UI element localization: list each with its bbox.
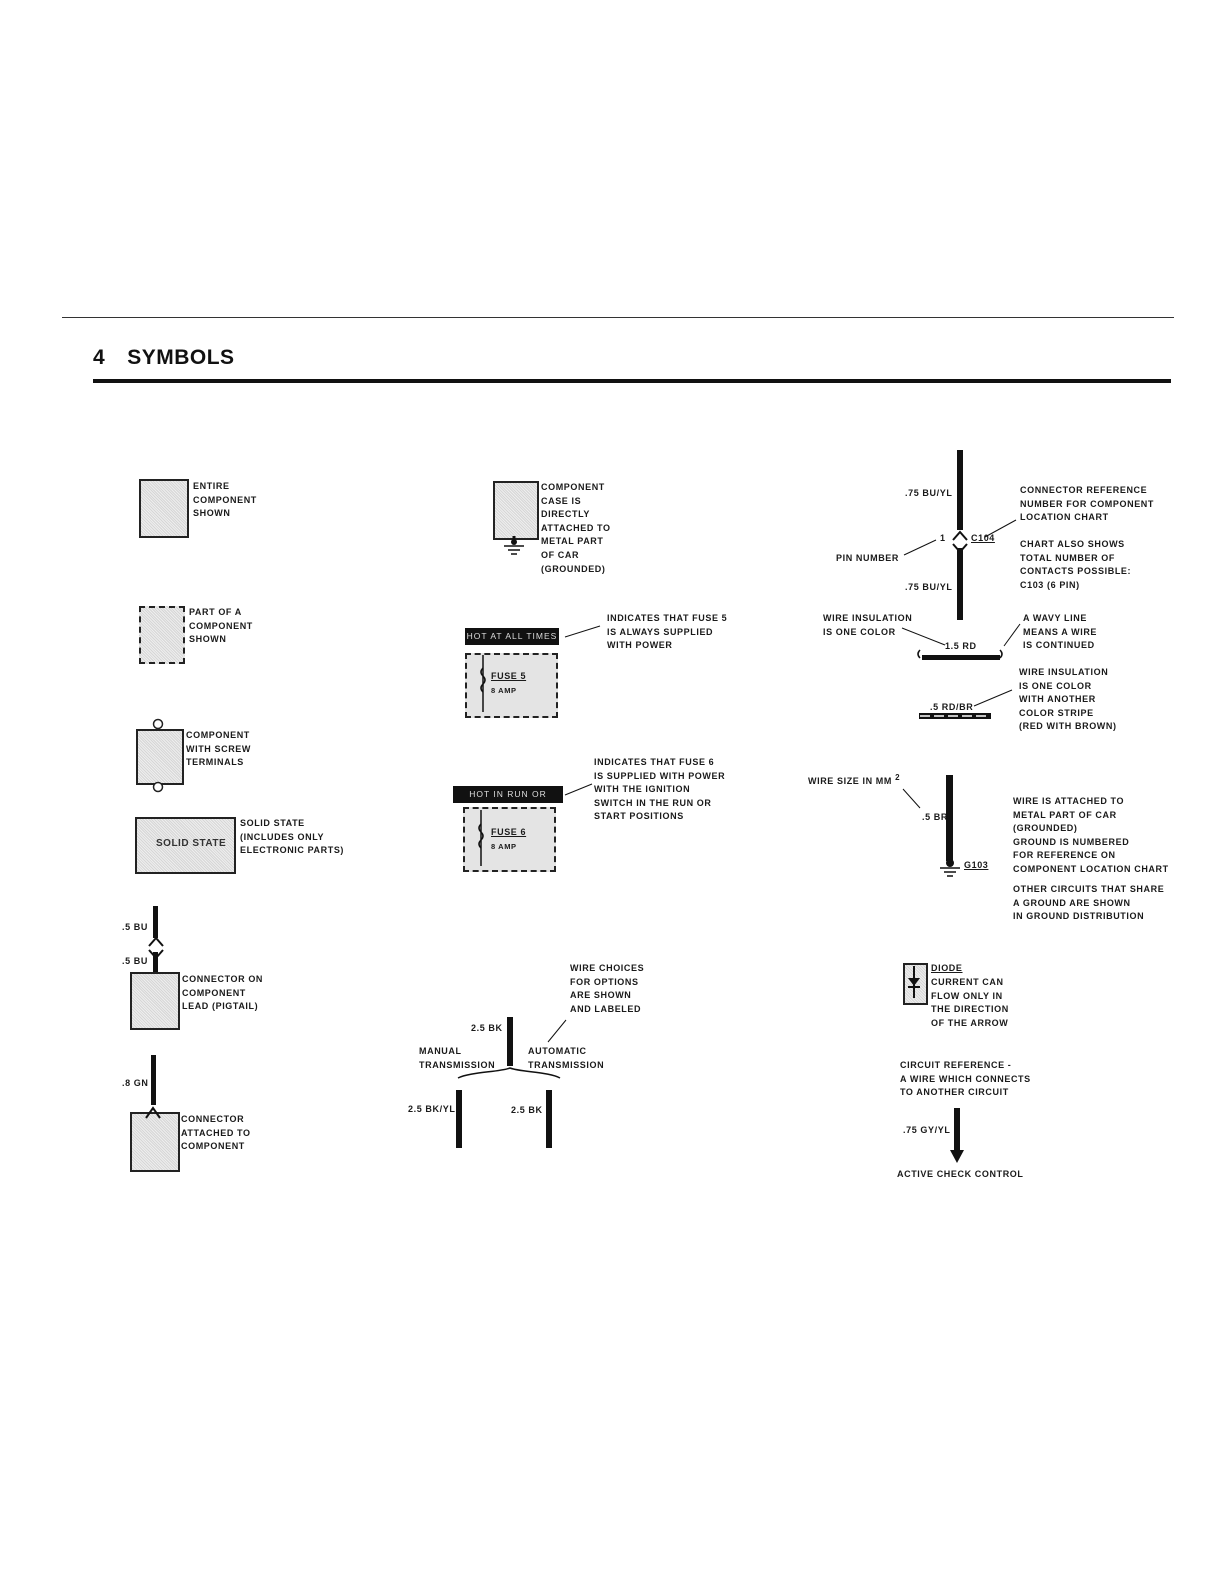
attached-connector-label: CONNECTOR ATTACHED TO COMPONENT — [181, 1114, 251, 1152]
insulation-one-color-note: WIRE INSULATION IS ONE COLOR — [823, 613, 913, 637]
connector-reference-note: CONNECTOR REFERENCE NUMBER FOR COMPONENT… — [1020, 485, 1154, 523]
grounded-component-label: COMPONENT CASE IS DIRECTLY ATTACHED TO M… — [541, 482, 611, 574]
wire-choice-split-icon — [457, 1067, 561, 1079]
connector-top-wire-stroke — [957, 450, 963, 530]
manual-transmission-label: MANUAL TRANSMISSION — [419, 1046, 496, 1070]
screw-terminal-bottom-icon — [152, 781, 164, 793]
ground-note: WIRE IS ATTACHED TO METAL PART OF CAR (G… — [1013, 796, 1169, 874]
connector-reference-pointer — [984, 519, 1017, 538]
ground-wire-stroke — [946, 775, 953, 861]
circuit-reference-note: CIRCUIT REFERENCE - A WIRE WHICH CONNECT… — [900, 1060, 1031, 1098]
wire-size-note: WIRE SIZE IN MM 2 — [808, 771, 900, 789]
ground-id: G103 — [964, 860, 989, 870]
fuse5-amp: 8 AMP — [491, 686, 517, 695]
wire-choice-top-label: 2.5 BK — [471, 1023, 503, 1033]
wire-choice-right-label: 2.5 BK — [511, 1105, 543, 1115]
attached-component-symbol — [130, 1112, 180, 1172]
part-component-label: PART OF A COMPONENT SHOWN — [189, 607, 253, 645]
wire-rd-stroke — [922, 655, 1000, 660]
fuse5-note: INDICATES THAT FUSE 5 IS ALWAYS SUPPLIED… — [607, 613, 728, 651]
automatic-transmission-label: AUTOMATIC TRANSMISSION — [528, 1046, 605, 1070]
fuse6-amp: 8 AMP — [491, 842, 517, 851]
connector-bottom-wire-label: .75 BU/YL — [905, 582, 953, 592]
insulation-stripe-note: WIRE INSULATION IS ONE COLOR WITH ANOTHE… — [1019, 667, 1117, 732]
diode-title: DIODE — [931, 963, 963, 973]
connector-chart-note: CHART ALSO SHOWS TOTAL NUMBER OF CONTACT… — [1020, 539, 1132, 590]
attached-connector-icon — [145, 1106, 161, 1119]
fuse6-box — [463, 807, 556, 872]
wire-choices-pointer — [547, 1019, 567, 1043]
fuse5-box — [465, 653, 558, 718]
wire-rdbr-label: .5 RD/BR — [930, 702, 974, 712]
wavy-line-icon — [917, 649, 921, 659]
hot-at-all-times-label: HOT AT ALL TIMES — [465, 628, 559, 645]
wire-choice-left-label: 2.5 BK/YL — [408, 1104, 456, 1114]
pigtail-upper-wire: .5 BU — [122, 922, 149, 932]
solid-state-label: SOLID STATE (INCLUDES ONLY ELECTRONIC PA… — [240, 818, 345, 856]
ground-distribution-note: OTHER CIRCUITS THAT SHARE A GROUND ARE S… — [1013, 884, 1165, 922]
fuse6-note: INDICATES THAT FUSE 6 IS SUPPLIED WITH P… — [594, 757, 726, 822]
wire-size-superscript: 2 — [895, 773, 901, 782]
circuit-wire-label: .75 GY/YL — [903, 1125, 951, 1135]
pigtail-component-symbol — [130, 972, 180, 1030]
active-check-control-label: ACTIVE CHECK CONTROL — [897, 1169, 1024, 1179]
pin-number-label: PIN NUMBER — [836, 553, 900, 563]
screw-terminal-top-icon — [152, 718, 164, 730]
wire-choice-right-stroke — [546, 1090, 552, 1148]
attached-wire-label: .8 GN — [122, 1078, 149, 1088]
pigtail-upper-wire-stroke — [153, 906, 158, 938]
pin-number-pointer — [903, 539, 937, 556]
section-title: SYMBOLS — [127, 346, 235, 369]
fuse6-name: FUSE 6 — [491, 827, 527, 837]
wire-choices-note: WIRE CHOICES FOR OPTIONS ARE SHOWN AND L… — [570, 963, 645, 1014]
ground-symbol-icon — [504, 545, 524, 555]
connector-pin-number: 1 — [940, 533, 946, 543]
attached-wire-stroke — [151, 1055, 156, 1105]
pigtail-label: CONNECTOR ON COMPONENT LEAD (PIGTAIL) — [182, 974, 264, 1012]
title-rule — [93, 379, 1171, 383]
page-title: 4 SYMBOLS — [93, 346, 235, 370]
insulation-one-color-pointer — [901, 627, 946, 646]
fuse6-pointer — [564, 783, 593, 796]
top-rule — [62, 317, 1174, 318]
connector-id: C104 — [971, 533, 995, 543]
entire-component-label: ENTIRE COMPONENT SHOWN — [193, 481, 257, 519]
grounded-connection-icon — [511, 539, 517, 545]
fuse6-element-icon — [478, 823, 484, 849]
part-component-symbol — [139, 606, 185, 664]
wire-choice-left-stroke — [456, 1090, 462, 1148]
screw-component-symbol — [136, 729, 184, 785]
fuse5-pointer — [564, 625, 601, 638]
wire-choice-top-stroke — [507, 1017, 513, 1066]
grounded-component-symbol — [493, 481, 539, 540]
connector-bottom-wire-stroke — [957, 548, 963, 620]
circuit-reference-arrow-icon — [950, 1150, 964, 1163]
wire-size-pointer — [902, 788, 921, 809]
wavy-line-end-icon — [999, 649, 1003, 659]
pigtail-lower-wire-stroke — [153, 952, 158, 972]
entire-component-symbol — [139, 479, 189, 538]
wire-size-text: WIRE SIZE IN MM — [808, 776, 892, 786]
solid-state-symbol — [135, 817, 236, 874]
wavy-line-note: A WAVY LINE MEANS A WIRE IS CONTINUED — [1023, 613, 1098, 651]
fuse5-element-icon — [480, 667, 486, 693]
fuse5-name: FUSE 5 — [491, 671, 527, 681]
pigtail-lower-wire: .5 BU — [122, 956, 149, 966]
wavy-line-pointer — [1003, 623, 1021, 647]
screw-component-label: COMPONENT WITH SCREW TERMINALS — [186, 730, 251, 768]
diode-note: CURRENT CAN FLOW ONLY IN THE DIRECTION O… — [931, 977, 1009, 1028]
ground-connection-icon — [946, 859, 954, 867]
insulation-stripe-pointer — [973, 689, 1013, 707]
ground-wire-label: .5 BR — [922, 812, 949, 822]
diode-arrow-icon — [908, 978, 920, 986]
circuit-wire-stroke — [954, 1108, 960, 1150]
solid-state-box-label: SOLID STATE — [156, 838, 227, 849]
wire-rd-label: 1.5 RD — [945, 641, 977, 651]
g103-ground-icon — [940, 867, 960, 877]
section-number: 4 — [93, 346, 106, 369]
connector-top-wire-label: .75 BU/YL — [905, 488, 953, 498]
